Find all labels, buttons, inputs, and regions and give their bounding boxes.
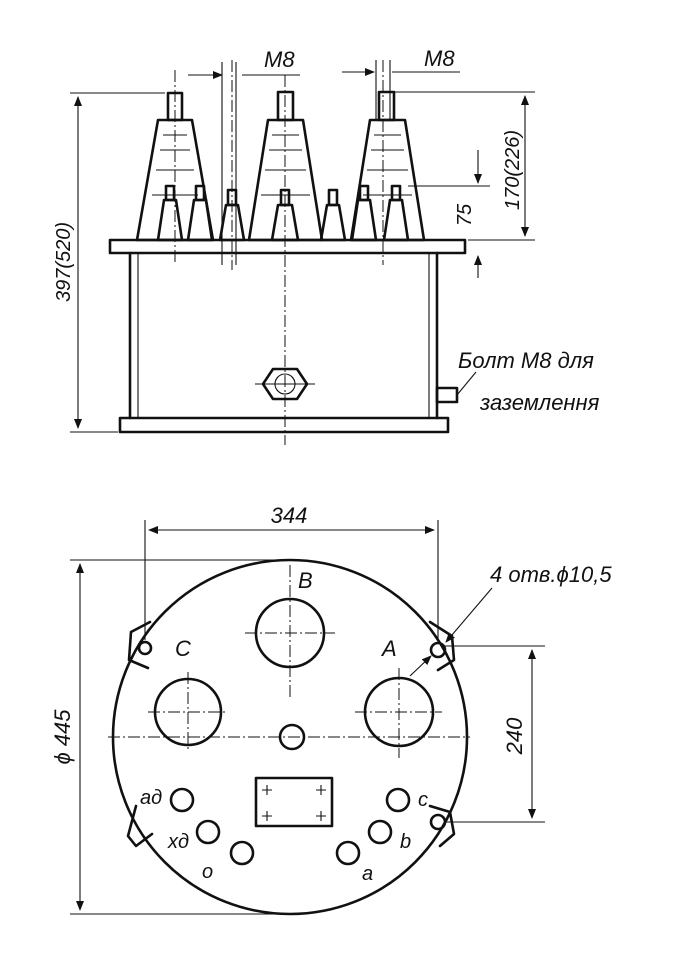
ground-leader <box>456 371 477 396</box>
label-term-a: a <box>362 863 373 885</box>
label-term-ad: aд <box>140 787 162 809</box>
ground-bolt <box>435 386 459 404</box>
lv-terminal-box <box>254 776 334 828</box>
label-phase-a: A <box>380 636 397 661</box>
label-term-xd: xд <box>167 831 189 853</box>
top-view: B C A aд xд o a b c 344 ϕ 445 240 <box>50 503 612 916</box>
thread-label-left: M8 <box>264 47 295 72</box>
thread-label-right: M8 <box>424 46 455 71</box>
dim-height-small: 75 <box>408 150 490 278</box>
thread-callout-left: M8 <box>188 47 300 265</box>
dim-label-height-total: 397(520) <box>53 222 75 302</box>
side-view: 397(520) 170(226) 75 M8 <box>53 46 600 445</box>
label-term-c: c <box>418 789 428 811</box>
drain-nut <box>255 367 315 401</box>
dim-label-height-bushing: 170(226) <box>502 130 524 210</box>
lug-top-left <box>127 620 152 670</box>
top-flange <box>108 238 467 255</box>
bottom-base <box>118 416 450 434</box>
terminal-xd <box>195 819 221 845</box>
terminal-a <box>335 840 361 866</box>
lug-bottom-left <box>126 804 154 848</box>
terminal-c <box>385 787 411 813</box>
dim-label-hole-spacing: 240 <box>502 717 527 755</box>
label-term-o: o <box>202 861 213 883</box>
ground-label-line2: заземлення <box>479 390 600 415</box>
dim-label-diameter: ϕ 445 <box>50 709 75 765</box>
label-term-b: b <box>400 831 411 853</box>
dim-hole-spacing: 240 <box>445 645 545 823</box>
lug-bottom-right <box>428 804 456 848</box>
dim-height-bushing: 170(226) <box>395 91 535 241</box>
dim-label-height-small: 75 <box>454 203 476 226</box>
terminal-o <box>229 840 255 866</box>
dim-width-holes: 344 <box>144 503 439 640</box>
thread-callout-right: M8 <box>342 46 460 120</box>
terminal-ad <box>169 787 195 813</box>
holes-note: 4 отв.ϕ10,5 <box>490 562 612 587</box>
dim-height-total: 397(520) <box>53 92 165 433</box>
label-phase-b: B <box>298 568 313 593</box>
label-phase-c: C <box>175 636 191 661</box>
lug-top-right <box>428 620 456 672</box>
holes-callout: 4 отв.ϕ10,5 <box>409 562 612 677</box>
lv-bushings <box>156 184 410 242</box>
terminal-b <box>367 819 393 845</box>
dim-label-width-holes: 344 <box>271 503 308 528</box>
ground-label-line1: Болт М8 для <box>458 348 594 373</box>
dim-diameter: ϕ 445 <box>50 559 285 915</box>
